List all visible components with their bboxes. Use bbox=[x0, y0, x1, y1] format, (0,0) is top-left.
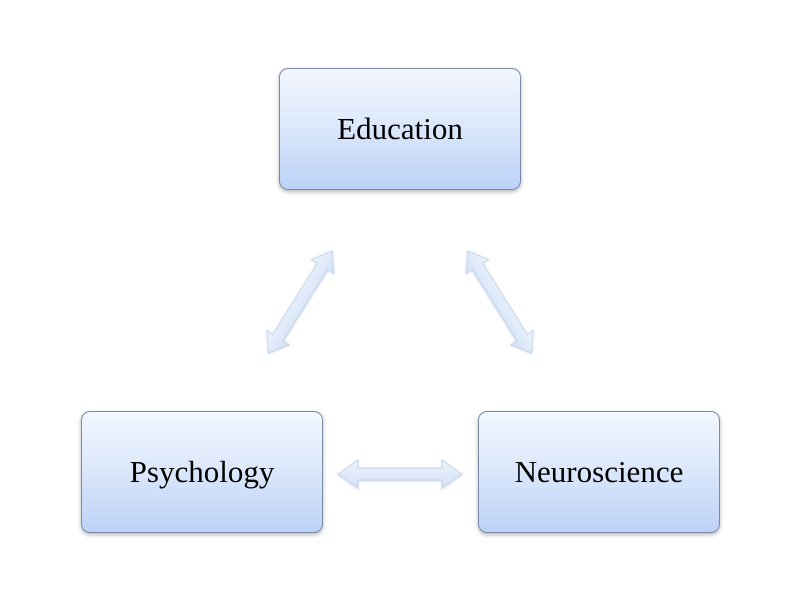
psychology-label: Psychology bbox=[129, 454, 275, 489]
education-box: Education bbox=[279, 68, 521, 190]
psychology-box: Psychology bbox=[81, 411, 323, 533]
neuroscience-label: Neuroscience bbox=[514, 454, 684, 489]
education-psychology-arrow bbox=[266, 250, 334, 354]
neuroscience-box: Neuroscience bbox=[478, 411, 720, 533]
psychology-neuroscience-arrow bbox=[337, 459, 463, 489]
education-neuroscience-arrow bbox=[466, 250, 534, 354]
education-label: Education bbox=[337, 111, 463, 146]
